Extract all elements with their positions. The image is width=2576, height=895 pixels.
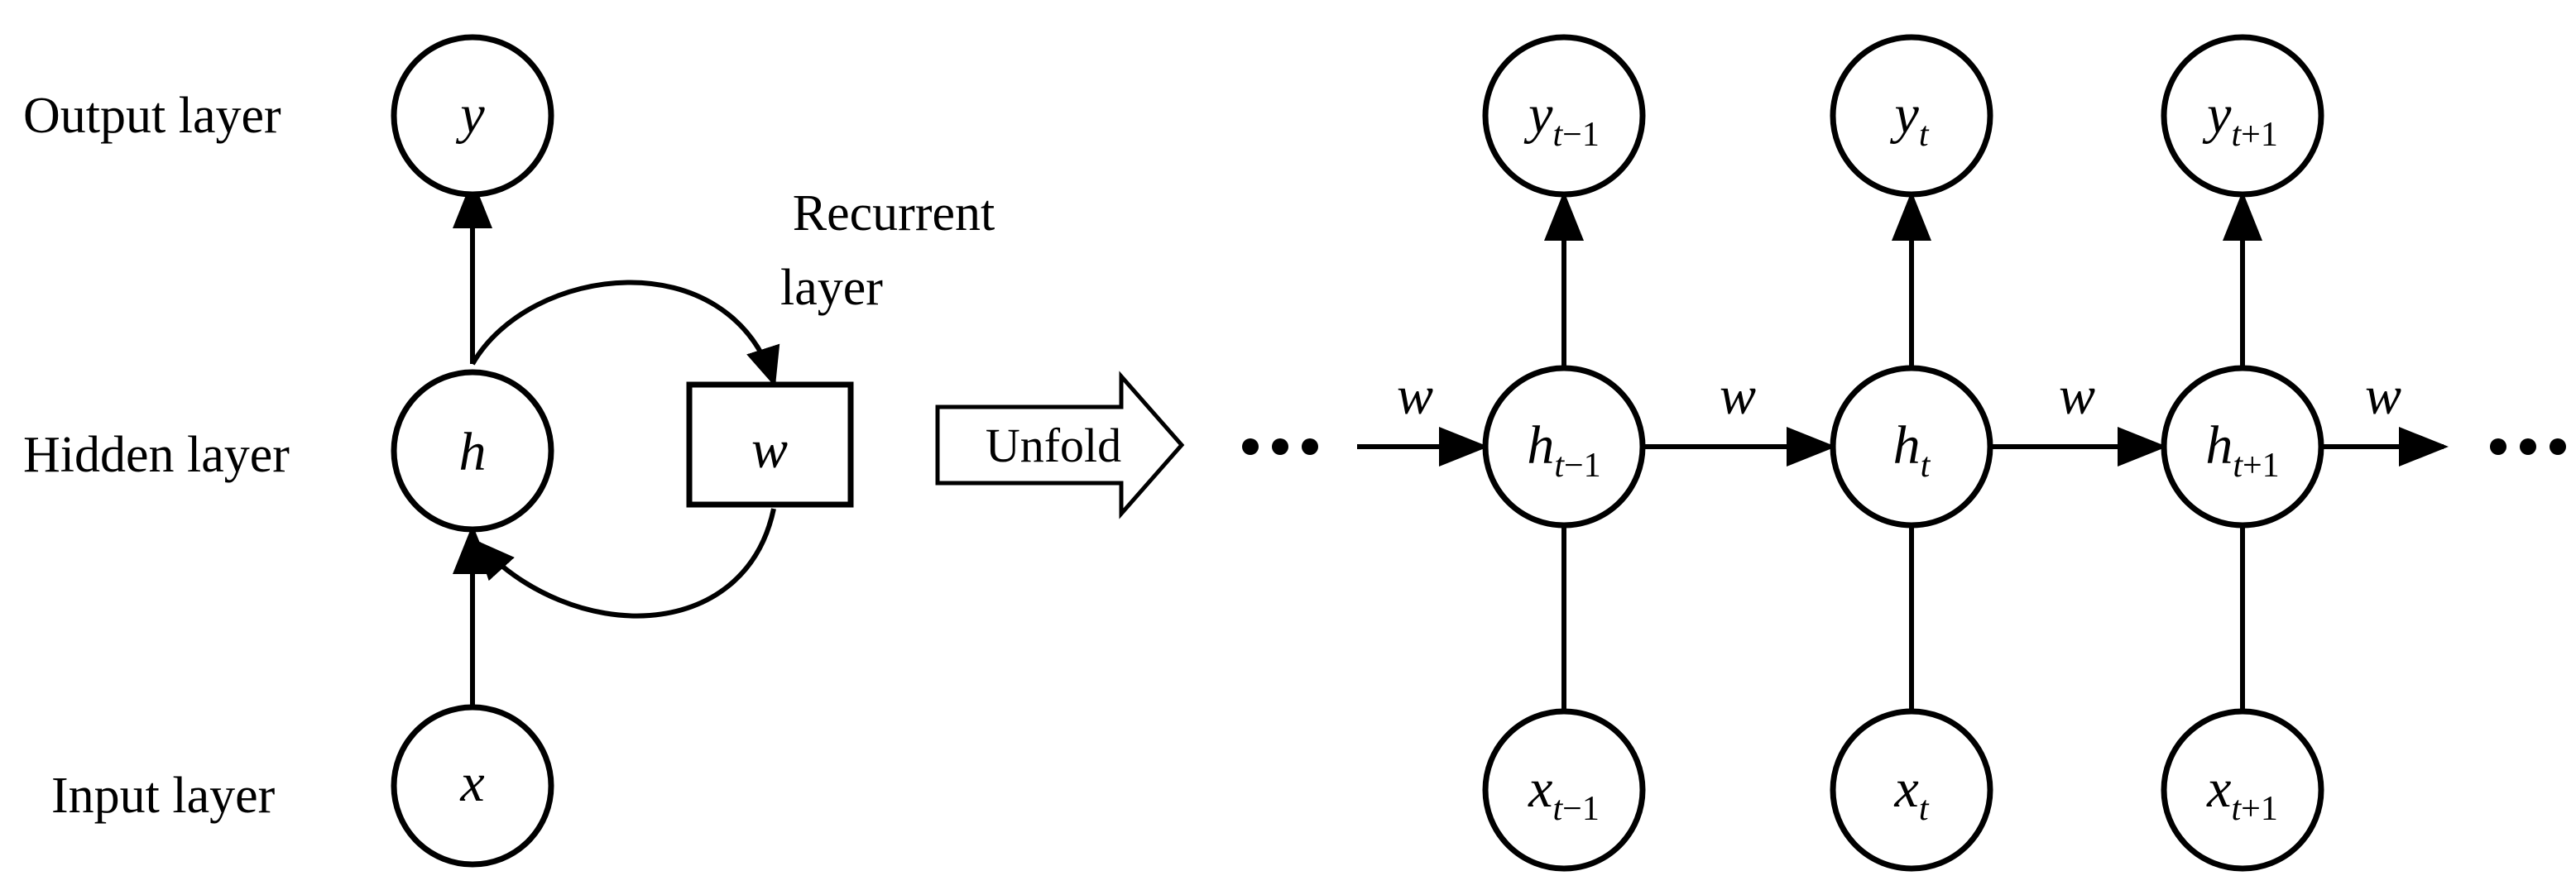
- hidden-layer-label: Hidden layer: [23, 427, 290, 483]
- hidden-node: [391, 369, 554, 533]
- input-node-0: [1482, 708, 1646, 872]
- output-node-label-2: yt+1: [2202, 84, 2278, 154]
- output-node-0: [1482, 34, 1646, 198]
- unfolded-network: yt−1 ht−1 xt−1 yt ht xt yt+1 ht+1 xt+1: [1482, 34, 2324, 872]
- input-node-2: [2161, 708, 2324, 872]
- recurrent-arc-bottom: [474, 508, 776, 619]
- hidden-node-label-1: ht: [1893, 415, 1931, 485]
- input-layer-label: Input layer: [51, 768, 276, 824]
- weight-label-1: w: [1720, 366, 1756, 426]
- output-layer-label: Output layer: [23, 88, 281, 144]
- weight-label-2: w: [2059, 366, 2095, 426]
- input-node-label: x: [459, 753, 484, 813]
- output-node-label-0: yt−1: [1523, 84, 1600, 154]
- input-node-label-1: xt: [1894, 759, 1930, 828]
- recurrent-weight-box: [686, 381, 854, 508]
- unfold-arrow: [935, 371, 1185, 519]
- input-node-label-2: xt+1: [2206, 759, 2278, 828]
- recurrent-layer-label-line2: layer: [780, 260, 883, 316]
- output-node-label-1: yt: [1890, 84, 1930, 154]
- input-node-1: [1830, 708, 1993, 872]
- hidden-node-label-0: ht−1: [1527, 415, 1600, 485]
- recurrent-weight-label: w: [751, 419, 788, 480]
- right-ellipsis: [2490, 438, 2566, 455]
- input-node-label-0: xt−1: [1528, 759, 1600, 828]
- unfold-label: Unfold: [986, 419, 1121, 472]
- left-ellipsis: [1242, 438, 1318, 455]
- hidden-node-label: h: [459, 422, 487, 482]
- weight-label-0: w: [1397, 366, 1433, 426]
- output-node-1: [1830, 34, 1993, 198]
- recurrent-arc-top: [470, 280, 780, 387]
- input-node: [391, 704, 554, 868]
- recurrent-layer-label-line1: Recurrent: [793, 185, 995, 242]
- output-node-label: y: [455, 84, 485, 145]
- hidden-node-label-2: ht+1: [2205, 415, 2279, 485]
- output-node-2: [2161, 34, 2324, 198]
- weight-label-3: w: [2365, 366, 2401, 426]
- output-node: [391, 34, 554, 198]
